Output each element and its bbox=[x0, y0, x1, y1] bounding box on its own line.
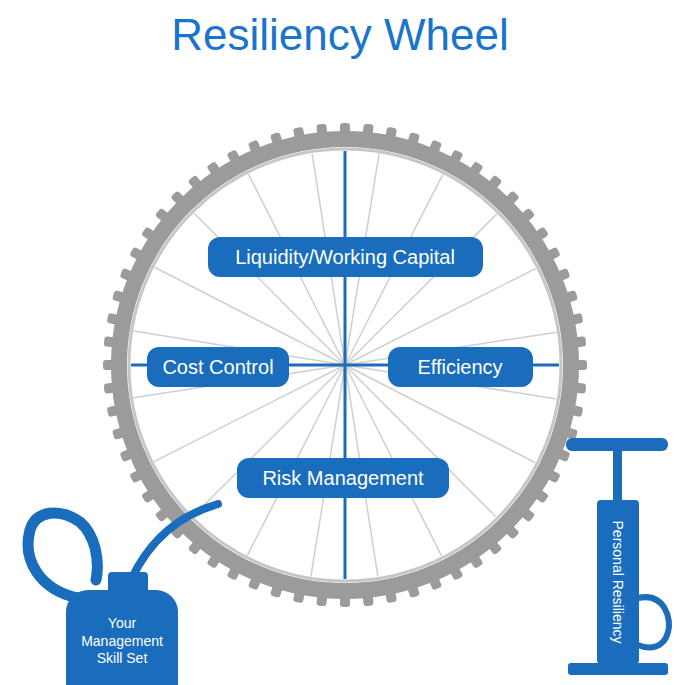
node-label: Risk Management bbox=[262, 467, 423, 490]
oil-can-body: Your Management Skill Set bbox=[66, 590, 178, 685]
category-pill: Liquidity/Working Capital bbox=[208, 237, 483, 277]
pump-rod bbox=[613, 450, 622, 502]
spoke bbox=[194, 213, 345, 365]
node-label: Personal Resiliency bbox=[610, 521, 626, 644]
oil-can-spout bbox=[132, 504, 218, 578]
pump-handle bbox=[566, 438, 668, 451]
pump-base bbox=[568, 663, 668, 675]
node-label: Liquidity/Working Capital bbox=[235, 246, 455, 269]
category-pill: Risk Management bbox=[237, 458, 449, 498]
category-pill: Efficiency bbox=[388, 347, 533, 387]
pump-cylinder: Personal Resiliency bbox=[597, 500, 639, 664]
wheel bbox=[103, 123, 587, 607]
rim bbox=[129, 149, 561, 581]
oil-can-handle bbox=[28, 513, 97, 598]
node-label: Cost Control bbox=[162, 356, 273, 379]
node-label: Efficiency bbox=[417, 356, 502, 379]
node-label: Your Management Skill Set bbox=[72, 615, 172, 668]
category-pill: Cost Control bbox=[147, 347, 289, 387]
pump-hose bbox=[638, 597, 669, 647]
tire bbox=[119, 139, 571, 591]
title: Resiliency Wheel bbox=[0, 10, 680, 60]
